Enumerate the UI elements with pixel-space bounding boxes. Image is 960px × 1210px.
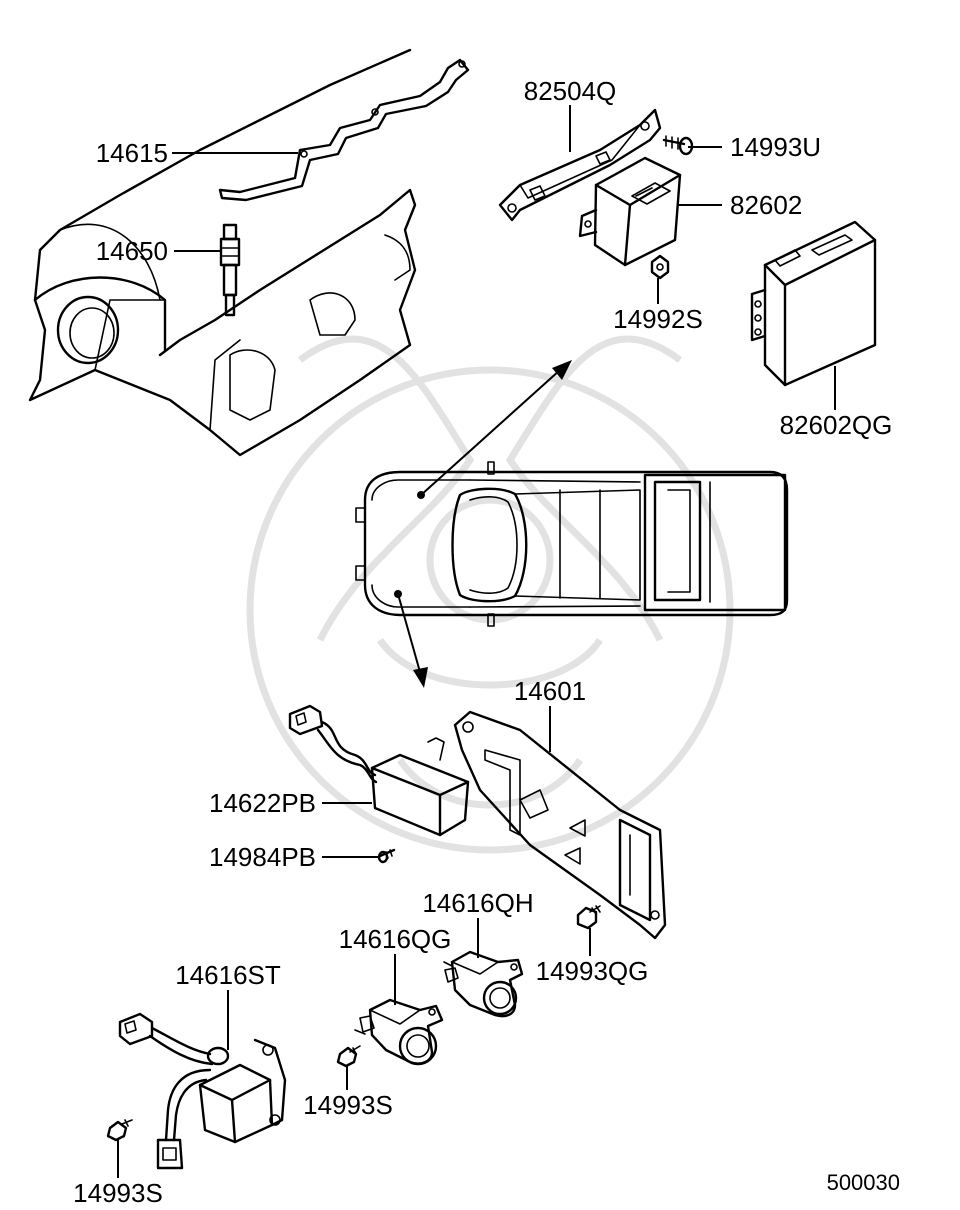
callout-14993s-left: 14993S: [73, 1178, 163, 1208]
watermark-emblem: [246, 335, 734, 854]
callout-14993u: 14993U: [730, 132, 821, 162]
callout-14993s-middle: 14993S: [303, 1090, 393, 1120]
callout-14992s: 14992S: [613, 304, 703, 334]
glow-plug: [219, 223, 241, 317]
leader-lines: [117, 105, 836, 1178]
vehicle-top-view: [355, 461, 789, 627]
callout-14616st: 14616ST: [175, 960, 281, 990]
screw-14984pb: [377, 848, 396, 864]
glow-plug-relay: [578, 156, 682, 267]
glow-control-unit: [750, 220, 877, 387]
callout-14650: 14650: [96, 236, 168, 266]
nut-14992s: [650, 254, 670, 280]
callout-14601: 14601: [514, 676, 586, 706]
screw-14993s-middle: [336, 1045, 361, 1068]
bolt-14993qg: [576, 905, 601, 930]
callout-14615: 14615: [96, 138, 168, 168]
callout-14984pb: 14984PB: [209, 842, 316, 872]
relay-14622pb: [288, 704, 470, 837]
screw-14993s-left: [106, 1119, 133, 1142]
relay-14616qh: [443, 950, 524, 1018]
relay-bracket: [498, 108, 662, 222]
callout-82602qg: 82602QG: [780, 410, 893, 440]
callout-82602: 82602: [730, 190, 802, 220]
relay-14616st: [118, 1012, 287, 1170]
callout-14622pb: 14622PB: [209, 788, 316, 818]
callout-14616qg: 14616QG: [339, 924, 452, 954]
glow-plug-connector-wire: [218, 58, 470, 202]
relay-mounting-plate: [453, 710, 667, 940]
location-arrows: [394, 360, 572, 688]
engine-block: [28, 48, 417, 457]
callout-14993qg: 14993QG: [536, 956, 649, 986]
callout-labels: 82504Q 14615 14993U 82602 14650 14992S 8…: [73, 76, 900, 1208]
relay-14616qg: [354, 998, 444, 1066]
screw-14993u: [662, 135, 694, 156]
callout-14616qh: 14616QH: [422, 888, 533, 918]
diagram-code: 500030: [827, 1170, 900, 1195]
callout-82504q: 82504Q: [524, 76, 617, 106]
